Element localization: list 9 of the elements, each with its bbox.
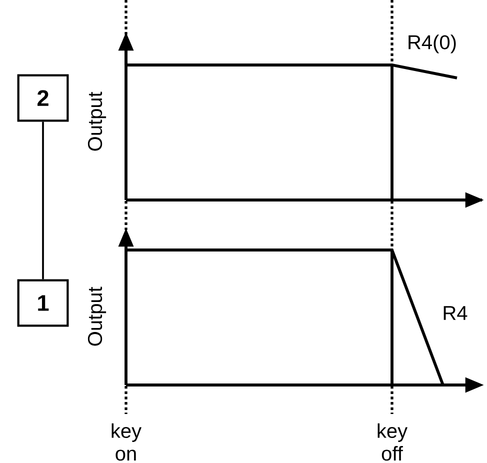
axis-label: Output	[88, 92, 106, 151]
numbered-box: 1	[17, 279, 69, 327]
connector-line	[42, 122, 44, 280]
time-label: key on	[112, 423, 142, 461]
time-label: key off	[378, 423, 408, 461]
curve-label: R4	[444, 306, 468, 320]
curve-label: R4(0)	[408, 34, 456, 54]
numbered-box: 2	[17, 74, 69, 122]
axis-label: Output	[88, 286, 106, 346]
